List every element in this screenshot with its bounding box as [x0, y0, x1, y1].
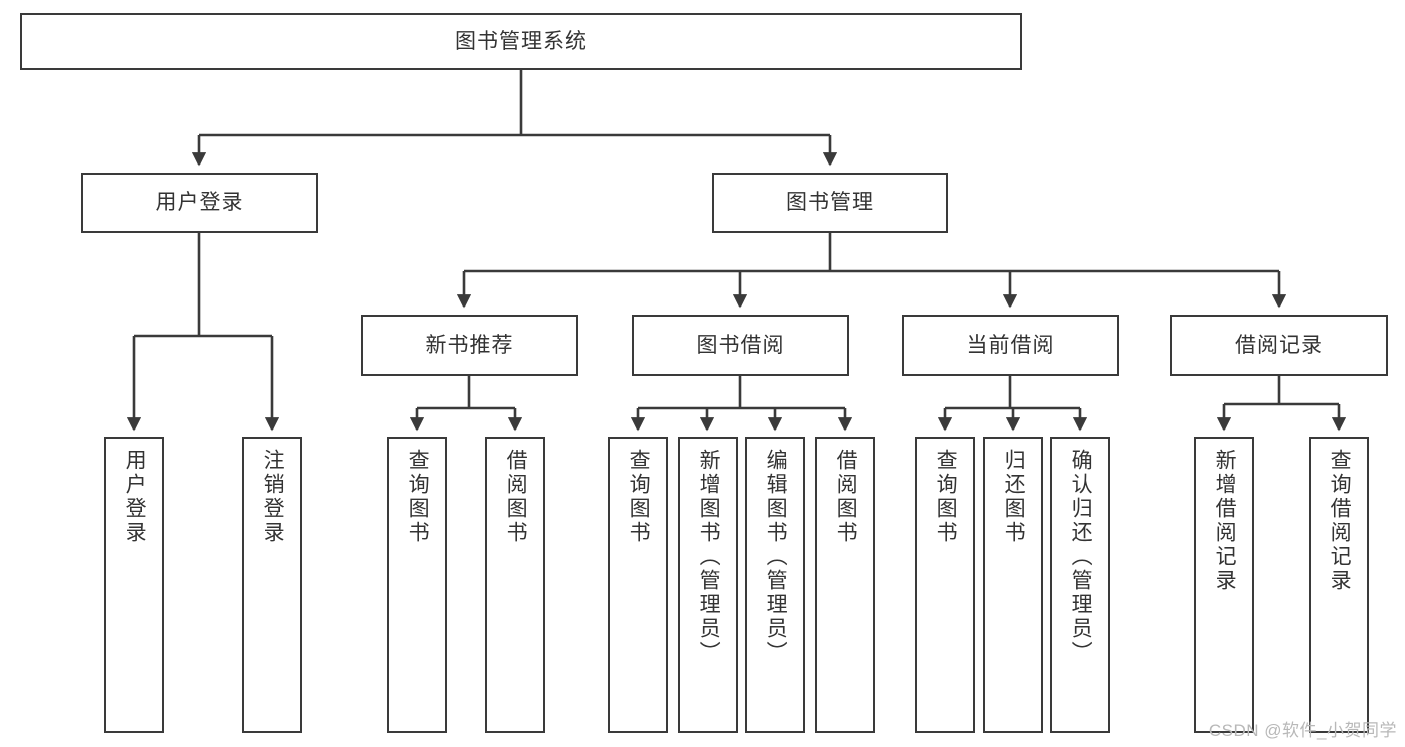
- node-label: 图书管理系统: [455, 29, 587, 53]
- leaf-new-book-borrow-book[interactable]: 借阅图书: [485, 437, 545, 733]
- node-label: 借阅图书: [834, 449, 858, 545]
- watermark: CSDN @软件_小贺同学: [1208, 721, 1397, 740]
- leaf-book-borrow-borrow-book[interactable]: 借阅图书: [815, 437, 875, 733]
- node-label: 借阅图书: [504, 449, 528, 545]
- leaf-user-login-logout[interactable]: 注销登录: [242, 437, 302, 733]
- node-label: 确认归还（管理员）: [1069, 449, 1093, 665]
- node-label: 图书管理: [786, 191, 874, 215]
- node-label: 用户登录: [123, 449, 147, 545]
- node-new-book-recommend[interactable]: 新书推荐: [361, 315, 578, 376]
- node-label: 注销登录: [261, 449, 285, 545]
- node-book-borrow[interactable]: 图书借阅: [632, 315, 849, 376]
- node-book-management[interactable]: 图书管理: [712, 173, 948, 233]
- node-label: 查询借阅记录: [1328, 449, 1352, 593]
- node-label: 查询图书: [627, 449, 651, 545]
- node-label: 新书推荐: [425, 333, 514, 357]
- leaf-borrow-record-query-record[interactable]: 查询借阅记录: [1309, 437, 1369, 733]
- node-user-login[interactable]: 用户登录: [81, 173, 318, 233]
- node-label: 图书借阅: [696, 333, 785, 357]
- leaf-book-borrow-add-book-admin[interactable]: 新增图书（管理员）: [678, 437, 738, 733]
- node-current-borrow[interactable]: 当前借阅: [902, 315, 1119, 376]
- leaf-current-borrow-query-book[interactable]: 查询图书: [915, 437, 975, 733]
- leaf-new-book-query-book[interactable]: 查询图书: [387, 437, 447, 733]
- leaf-current-borrow-confirm-return-admin[interactable]: 确认归还（管理员）: [1050, 437, 1110, 733]
- node-borrow-record[interactable]: 借阅记录: [1170, 315, 1388, 376]
- leaf-book-borrow-query-book[interactable]: 查询图书: [608, 437, 668, 733]
- node-label: 当前借阅: [966, 333, 1055, 357]
- node-label: 用户登录: [155, 191, 244, 215]
- node-label: 新增图书（管理员）: [697, 449, 721, 665]
- node-root-book-management-system[interactable]: 图书管理系统: [20, 13, 1022, 70]
- node-label: 新增借阅记录: [1213, 449, 1237, 593]
- leaf-borrow-record-add-record[interactable]: 新增借阅记录: [1194, 437, 1254, 733]
- leaf-current-borrow-return-book[interactable]: 归还图书: [983, 437, 1043, 733]
- node-label: 编辑图书（管理员）: [764, 449, 788, 665]
- node-label: 借阅记录: [1235, 333, 1323, 357]
- node-label: 查询图书: [406, 449, 430, 545]
- node-label: 归还图书: [1002, 449, 1026, 545]
- leaf-book-borrow-edit-book-admin[interactable]: 编辑图书（管理员）: [745, 437, 805, 733]
- leaf-user-login-login[interactable]: 用户登录: [104, 437, 164, 733]
- node-label: 查询图书: [934, 449, 958, 545]
